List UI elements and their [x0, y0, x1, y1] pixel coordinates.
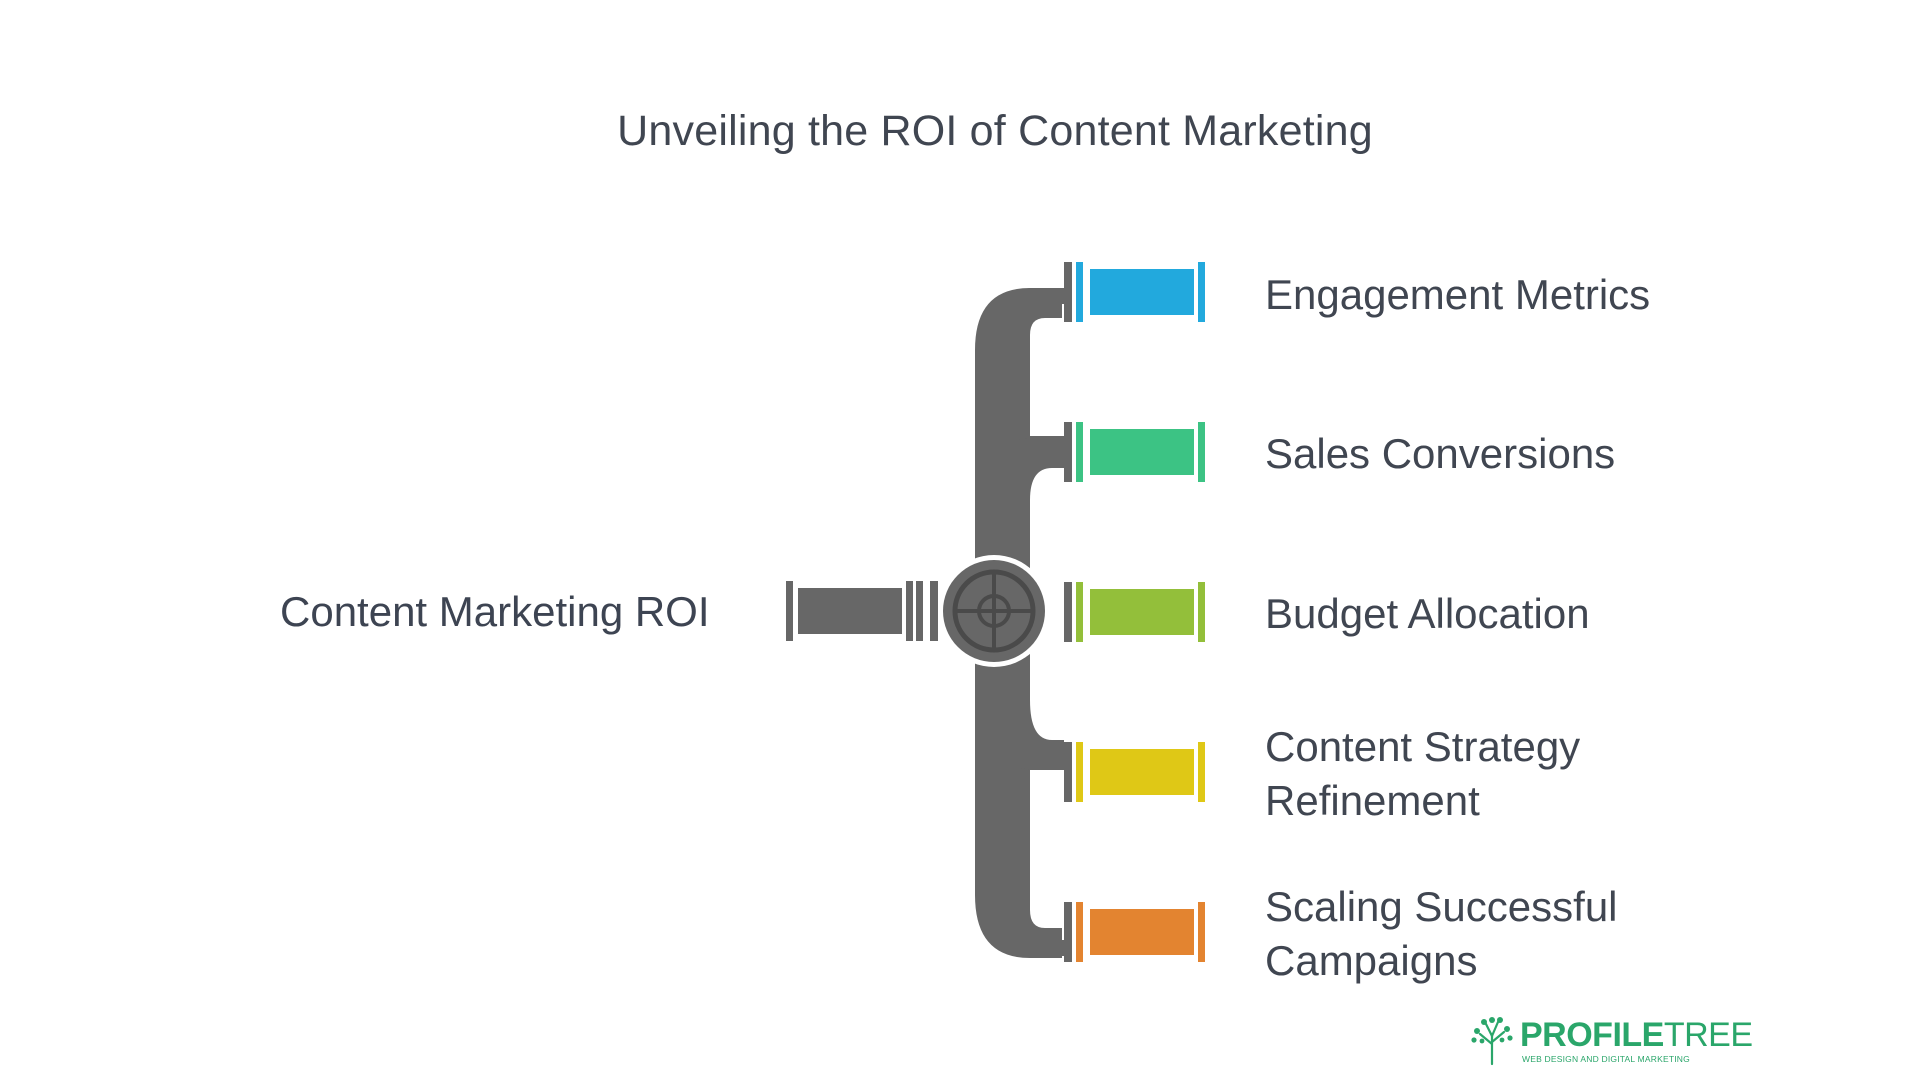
tree-icon [1471, 1017, 1513, 1066]
outlet-pipe [1090, 909, 1194, 955]
branch-outlet-4 [1064, 742, 1205, 802]
valve-wheel [938, 555, 1050, 667]
inner-flange [1076, 582, 1083, 642]
inner-flange [1076, 902, 1083, 962]
inner-flange [1076, 422, 1083, 482]
diagram-title: Unveiling the ROI of Content Marketing [617, 107, 1373, 155]
branch-label-1: Engagement Metrics [1265, 271, 1651, 318]
connector-flange [1064, 422, 1072, 482]
inner-flange [1076, 262, 1083, 322]
branch-outlet-3 [1064, 582, 1205, 642]
inlet-pipe [786, 581, 938, 641]
branch-label-5: Scaling Successful Campaigns [1265, 883, 1618, 984]
connector-flange [1064, 902, 1072, 962]
connector-flange [1064, 262, 1072, 322]
logo-tagline: WEB DESIGN AND DIGITAL MARKETING [1522, 1054, 1690, 1064]
outlet-pipe [1090, 749, 1194, 795]
end-flange [1198, 262, 1205, 322]
profiletree-logo: PROFILETREE WEB DESIGN AND DIGITAL MARKE… [1468, 1014, 1753, 1070]
branch-label-2: Sales Conversions [1265, 430, 1616, 477]
end-flange [1198, 582, 1205, 642]
branch-outlet-1 [1064, 262, 1205, 322]
connector-flange [1064, 742, 1072, 802]
end-flange [1198, 742, 1205, 802]
outlet-pipe [1090, 269, 1194, 315]
branch-label-3: Budget Allocation [1265, 590, 1590, 637]
branch-outlet-5 [1064, 902, 1205, 962]
source-label: Content Marketing ROI [280, 588, 710, 635]
outlet-pipe [1090, 589, 1194, 635]
logo-wordmark: PROFILETREE [1520, 1016, 1753, 1054]
end-flange [1198, 422, 1205, 482]
branch-outlet-2 [1064, 422, 1205, 482]
end-flange [1198, 902, 1205, 962]
outlet-pipe [1090, 429, 1194, 475]
connector-flange [1064, 582, 1072, 642]
branch-outlets [1064, 262, 1205, 962]
branch-label-4: Content Strategy Refinement [1265, 723, 1581, 824]
inner-flange [1076, 742, 1083, 802]
